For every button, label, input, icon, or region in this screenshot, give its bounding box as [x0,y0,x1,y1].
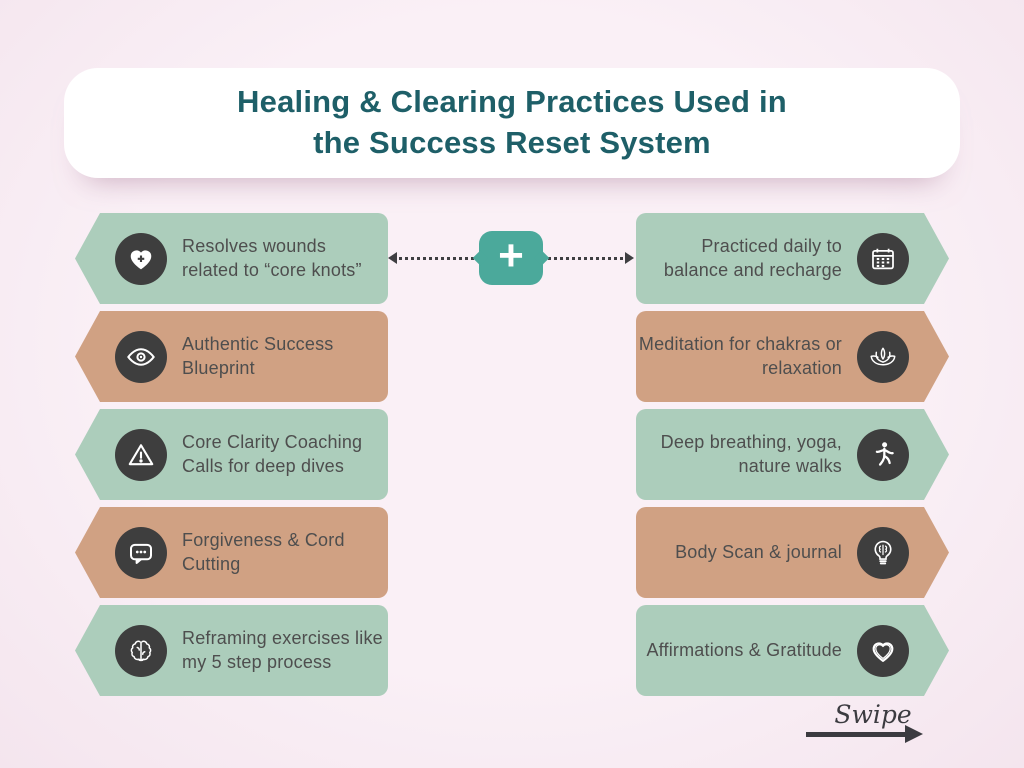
swipe-label: Swipe [834,700,912,729]
heart-plus-icon [115,232,167,285]
yoga-pose-icon [857,429,909,481]
dotted-arrow-right-icon [625,252,634,264]
page-title-line2: the Success Reset System [313,125,711,160]
practice-card-resolves-wounds: Resolves wounds related to “core knots” [75,213,388,304]
dotted-line-right [548,256,623,260]
dotted-arrow-left-icon [388,252,397,264]
swipe-hint[interactable]: Swipe [806,700,928,743]
practice-label: Body Scan & journal [675,541,842,562]
practice-card-body-scan: Body Scan & journal [636,507,949,598]
center-connector: + [388,231,634,285]
left-column: Resolves wounds related to “core knots” … [75,213,388,703]
plus-icon: + [479,231,543,285]
practice-card-daily-practice: Practiced daily to balance and recharge [636,213,949,304]
practice-label: Deep breathing, yoga, nature walks [660,432,842,476]
practice-label: Reframing exercises like my 5 step proce… [182,628,383,672]
sketch-heart-icon [857,625,909,677]
practice-label: Authentic Success Blueprint [182,334,334,378]
practice-card-authentic-blueprint: Authentic Success Blueprint [75,311,388,402]
alert-triangle-icon [115,428,167,481]
practice-card-affirmations: Affirmations & Gratitude [636,605,949,696]
plus-glyph: + [498,231,524,280]
bulb-brain-icon [857,527,909,579]
practice-card-forgiveness: Forgiveness & Cord Cutting [75,507,388,598]
dotted-line-left [399,256,474,260]
practice-label: Meditation for chakras or relaxation [638,334,842,378]
chat-dots-icon [115,526,167,579]
page-title-line1: Healing & Clearing Practices Used in [237,84,787,120]
page-title: Healing & Clearing Practices Used in the… [237,82,787,164]
practice-card-reframing: Reframing exercises like my 5 step proce… [75,605,388,696]
practice-label: Resolves wounds related to “core knots” [182,236,362,280]
practice-card-meditation: Meditation for chakras or relaxation [636,311,949,402]
practice-card-coaching-calls: Core Clarity Coaching Calls for deep div… [75,409,388,500]
practice-label: Practiced daily to balance and recharge [663,236,842,280]
practice-label: Affirmations & Gratitude [646,639,842,660]
practice-label: Forgiveness & Cord Cutting [182,530,345,574]
lotus-icon [857,331,909,383]
calendar-icon [857,233,909,285]
practice-label: Core Clarity Coaching Calls for deep div… [182,432,363,476]
right-column: Practiced daily to balance and recharge … [636,213,949,703]
brain-icon [115,624,167,677]
eye-icon [115,330,167,383]
swipe-arrow-icon [806,725,923,743]
title-card: Healing & Clearing Practices Used in the… [64,68,960,178]
practice-card-breathing-yoga: Deep breathing, yoga, nature walks [636,409,949,500]
